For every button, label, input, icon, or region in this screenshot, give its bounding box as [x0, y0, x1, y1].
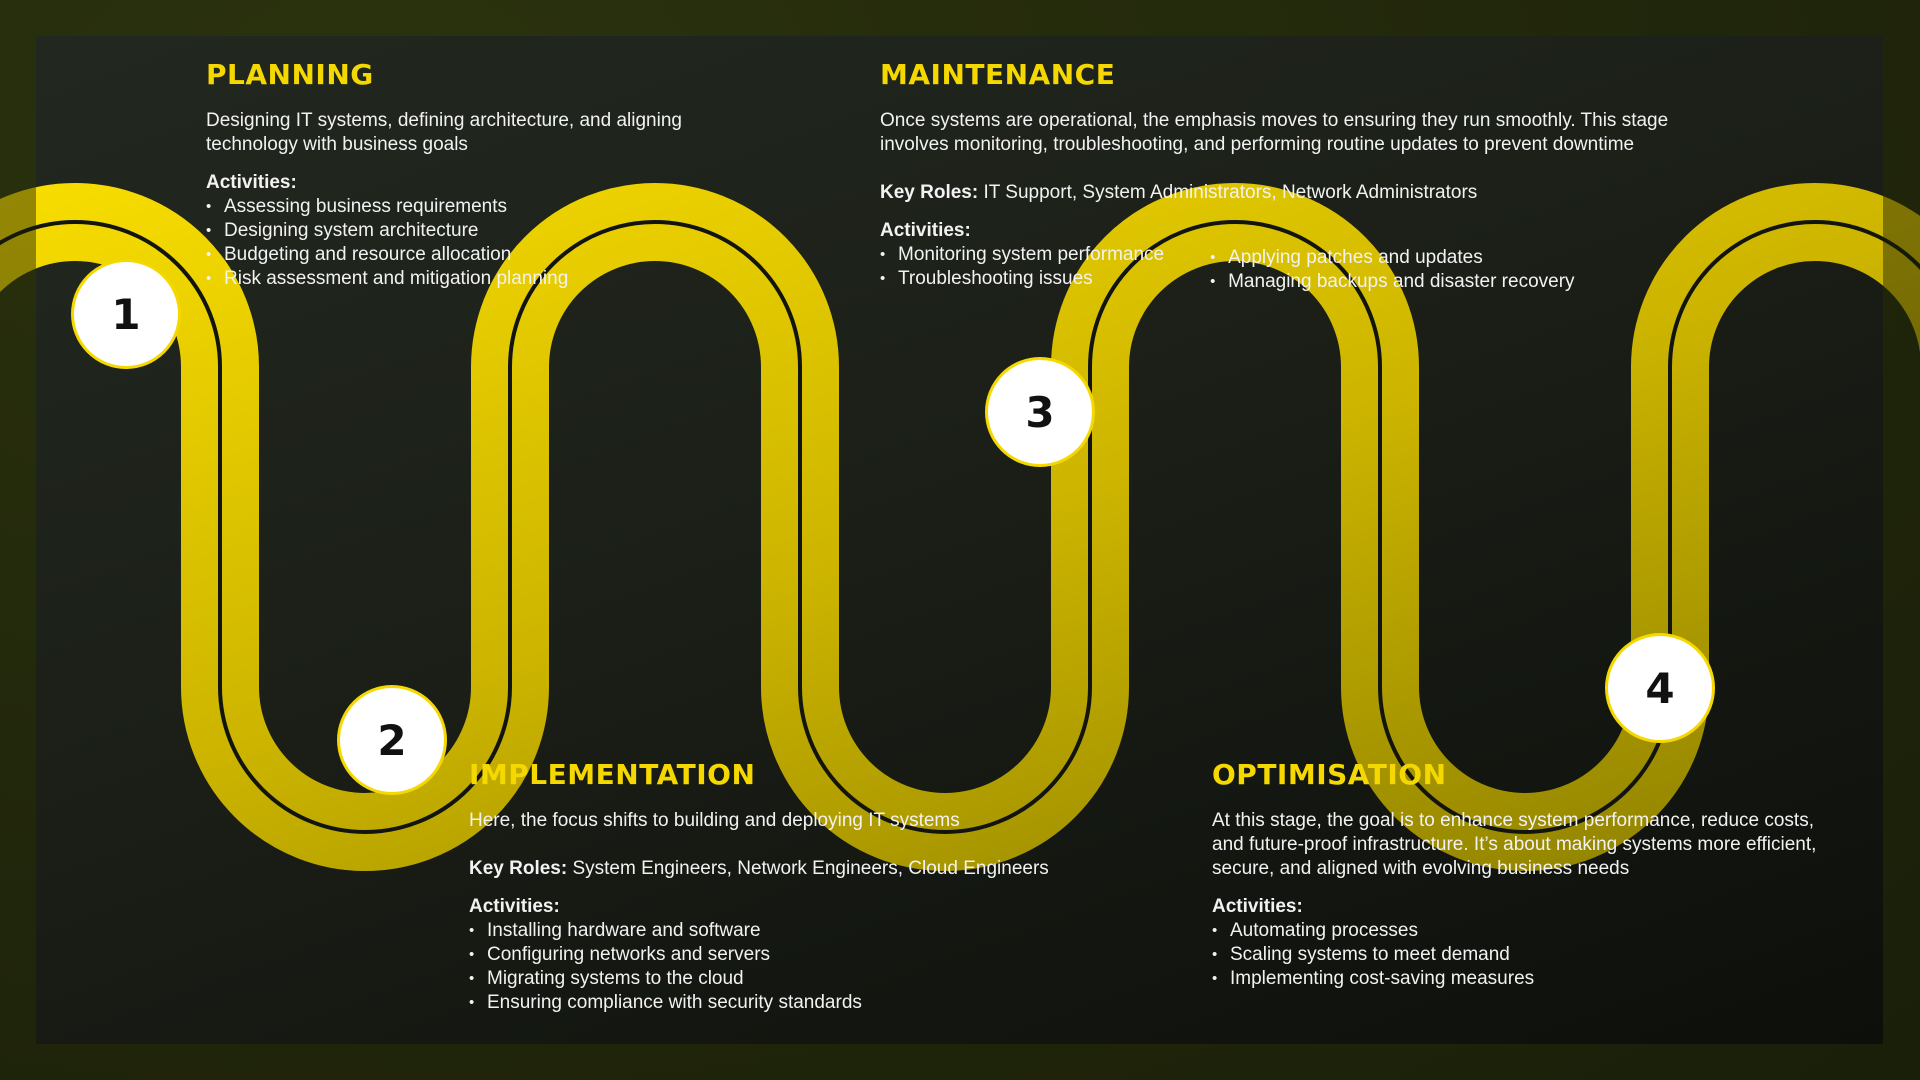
- list-item: Designing system architecture: [206, 219, 682, 243]
- list-item: Installing hardware and software: [469, 919, 1049, 943]
- activities-label: Activities:: [1212, 896, 1303, 917]
- stage-implementation: IMPLEMENTATION Here, the focus shifts to…: [469, 758, 1049, 1015]
- key-roles-label: Key Roles:: [469, 858, 568, 879]
- key-roles-value: System Engineers, Network Engineers, Clo…: [572, 858, 1049, 879]
- road-band: [0, 183, 1920, 871]
- step-2-marker: 2: [337, 685, 447, 795]
- list-item: Troubleshooting issues: [880, 267, 1164, 291]
- list-item: Budgeting and resource allocation: [206, 243, 682, 267]
- stage-title: PLANNING: [206, 58, 374, 91]
- activities-list: Automating processes Scaling systems to …: [1212, 919, 1816, 991]
- road-center-line: [0, 220, 1920, 834]
- list-item: Ensuring compliance with security standa…: [469, 991, 1049, 1015]
- stage-title: OPTIMISATION: [1212, 758, 1447, 791]
- list-item: Applying patches and updates: [1210, 246, 1574, 270]
- activities-list-col1: Monitoring system performance Troublesho…: [880, 243, 1164, 294]
- stage-title: IMPLEMENTATION: [469, 758, 756, 791]
- list-item: Assessing business requirements: [206, 195, 682, 219]
- key-roles-value: IT Support, System Administrators, Netwo…: [983, 182, 1478, 203]
- description-line: Designing IT systems, defining architect…: [206, 110, 682, 131]
- stage-description: At this stage, the goal is to enhance sy…: [1212, 809, 1816, 881]
- list-item: Monitoring system performance: [880, 243, 1164, 267]
- step-number: 4: [1645, 663, 1675, 713]
- list-item: Risk assessment and mitigation planning: [206, 267, 682, 291]
- step-4-marker: 4: [1605, 633, 1715, 743]
- description-line: technology with business goals: [206, 134, 468, 155]
- step-1-marker: 1: [71, 259, 181, 369]
- stage-description: Here, the focus shifts to building and d…: [469, 810, 960, 831]
- description-line: Once systems are operational, the emphas…: [880, 110, 1669, 131]
- activities-list: Assessing business requirements Designin…: [206, 195, 682, 291]
- list-item: Configuring networks and servers: [469, 943, 1049, 967]
- step-number: 1: [111, 289, 141, 339]
- step-number: 3: [1025, 387, 1055, 437]
- list-item: Scaling systems to meet demand: [1212, 943, 1816, 967]
- list-item: Implementing cost-saving measures: [1212, 967, 1816, 991]
- stage-optimisation: OPTIMISATION At this stage, the goal is …: [1212, 758, 1816, 991]
- description-line: involves monitoring, troubleshooting, an…: [880, 134, 1635, 155]
- list-item: Automating processes: [1212, 919, 1816, 943]
- stage-title: MAINTENANCE: [880, 58, 1116, 91]
- list-item: Migrating systems to the cloud: [469, 967, 1049, 991]
- list-item: Managing backups and disaster recovery: [1210, 270, 1574, 294]
- activities-list-col2: Applying patches and updates Managing ba…: [1210, 246, 1574, 294]
- stage-description: Designing IT systems, defining architect…: [206, 109, 682, 157]
- activities-label: Activities:: [206, 172, 297, 193]
- activities-label: Activities:: [880, 220, 971, 241]
- activities-label: Activities:: [469, 896, 560, 917]
- stage-description: Once systems are operational, the emphas…: [880, 109, 1668, 157]
- stage-planning: PLANNING Designing IT systems, defining …: [206, 58, 682, 291]
- description-line: and future-proof infrastructure. It’s ab…: [1212, 834, 1817, 855]
- step-3-marker: 3: [985, 357, 1095, 467]
- key-roles: Key Roles: IT Support, System Administra…: [880, 181, 1668, 205]
- key-roles-label: Key Roles:: [880, 182, 979, 203]
- description-line: secure, and aligned with evolving busine…: [1212, 858, 1630, 879]
- step-number: 2: [377, 715, 407, 765]
- key-roles: Key Roles: System Engineers, Network Eng…: [469, 857, 1049, 881]
- description-line: At this stage, the goal is to enhance sy…: [1212, 810, 1814, 831]
- stage-maintenance: MAINTENANCE Once systems are operational…: [880, 58, 1668, 294]
- activities-list: Installing hardware and software Configu…: [469, 919, 1049, 1015]
